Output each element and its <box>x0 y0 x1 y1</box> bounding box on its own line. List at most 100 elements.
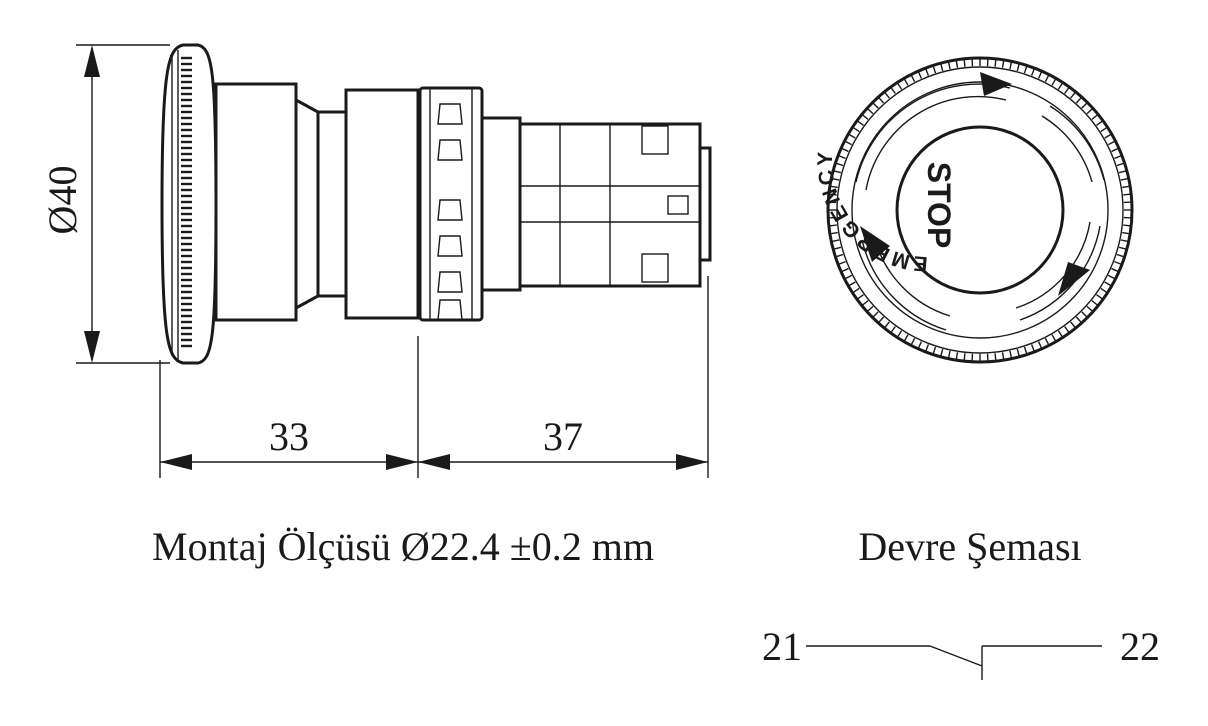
front-knurl-tick <box>883 91 890 99</box>
front-knurl-tick <box>1030 344 1036 353</box>
mushroom-head <box>160 43 218 365</box>
dimension-lines <box>76 44 709 478</box>
front-knurl-tick <box>1091 300 1099 307</box>
front-knurl-tick <box>1123 224 1132 227</box>
front-knurl-tick <box>1104 133 1112 139</box>
front-knurl-tick <box>1064 326 1070 334</box>
front-knurl-tick <box>1123 193 1132 196</box>
front-knurl-tick <box>1070 91 1077 99</box>
front-knurl-tick <box>856 294 864 300</box>
front-knurl-tick <box>861 300 869 307</box>
front-knurl-tick <box>994 58 997 67</box>
front-knurl-tick <box>1044 337 1050 346</box>
front-knurl-tick <box>828 193 837 196</box>
ring-tooth <box>437 139 463 161</box>
rotation-arrows-icon <box>855 72 1105 331</box>
knurl-pattern <box>181 56 192 348</box>
front-knurl-tick <box>1030 67 1036 76</box>
front-knurl-tick <box>1001 352 1005 361</box>
front-knurl-tick <box>1057 330 1064 338</box>
front-knurl-tick <box>917 341 923 350</box>
front-knurl <box>828 58 1132 362</box>
front-knurl-tick <box>872 102 879 109</box>
front-knurl-tick <box>1023 65 1028 74</box>
diameter-label: Ø40 <box>40 166 85 235</box>
button-body <box>214 82 484 322</box>
front-knurl-tick <box>1100 126 1108 133</box>
front-knurl-tick <box>844 274 853 280</box>
front-knurl-tick <box>1111 267 1120 273</box>
front-knurl-tick <box>866 305 874 313</box>
front-knurl-tick <box>1051 78 1057 86</box>
front-knurl-tick <box>1086 107 1094 115</box>
front-knurl-tick <box>872 311 879 318</box>
front-knurl-tick <box>903 334 909 342</box>
front-knurl-tick <box>831 177 840 181</box>
front-knurl-tick <box>939 62 944 72</box>
front-knurl-tick <box>963 353 966 362</box>
front-knurl-tick <box>1016 62 1021 72</box>
front-knurl-tick <box>1075 96 1083 104</box>
front-knurl-tick <box>1044 74 1050 83</box>
ring-tooth <box>437 271 463 293</box>
front-knurl-tick <box>1116 253 1125 258</box>
front-knurl-tick <box>877 96 885 104</box>
front-knurl-tick <box>835 253 844 258</box>
front-knurl-tick <box>1120 177 1129 181</box>
front-knurl-tick <box>848 281 856 287</box>
front-knurl-tick <box>1081 311 1088 318</box>
front-knurl-tick <box>1118 246 1128 251</box>
front-view: EMERGENCY STOP <box>814 56 1134 364</box>
dimension-37-label: 37 <box>543 414 583 459</box>
front-knurl-tick <box>890 86 896 94</box>
front-knurl-tick <box>837 260 846 266</box>
front-knurl-tick <box>852 287 860 294</box>
front-knurl-tick <box>924 67 930 76</box>
front-knurl-tick <box>832 169 842 174</box>
front-knurl-tick <box>1091 113 1099 120</box>
contact-block <box>480 116 712 292</box>
front-knurl-tick <box>835 162 844 167</box>
front-knurl-tick <box>910 337 916 346</box>
front-knurl-tick <box>852 126 860 133</box>
front-knurl-tick <box>955 352 959 361</box>
front-knurl-tick <box>963 58 966 67</box>
front-knurl-tick <box>1057 82 1064 90</box>
front-knurl-tick <box>866 107 874 115</box>
front-knurl-tick <box>840 267 849 273</box>
front-knurl-tick <box>1116 162 1125 167</box>
front-knurl-tick <box>1037 70 1043 79</box>
front-knurl-tick <box>1118 169 1128 174</box>
front-knurl-tick <box>1096 294 1104 300</box>
ring-tooth <box>437 299 463 321</box>
mounting-caption: Montaj Ölçüsü Ø22.4 ±0.2 mm <box>152 524 654 569</box>
front-knurl-tick <box>1001 59 1005 68</box>
front-knurl-tick <box>829 185 838 189</box>
front-knurl-tick <box>896 82 903 90</box>
front-knurl-tick <box>1104 281 1112 287</box>
front-knurl-tick <box>1100 287 1108 294</box>
front-knurl-tick <box>955 59 959 68</box>
ring-tooth <box>437 235 463 257</box>
circuit-caption: Devre Şeması <box>858 524 1081 569</box>
ring-tooth <box>437 199 463 221</box>
front-knurl-tick <box>947 350 951 359</box>
front-knurl-tick <box>1051 334 1057 342</box>
front-knurl-tick <box>1023 346 1028 355</box>
ring-teeth <box>437 103 463 321</box>
front-knurl-tick <box>828 224 837 227</box>
front-knurl-tick <box>856 120 864 126</box>
front-knurl-tick <box>840 147 849 153</box>
front-knurl-tick <box>1122 185 1131 189</box>
front-knurl-tick <box>1016 348 1021 358</box>
front-knurl-tick <box>832 246 842 251</box>
dimension-33-label: 33 <box>269 414 309 459</box>
front-knurl-tick <box>1086 305 1094 313</box>
terminal-22: 22 <box>1120 624 1160 669</box>
emergency-text: EMERGENCY <box>814 149 926 276</box>
front-knurl-tick <box>837 154 846 160</box>
front-knurl-tick <box>848 133 856 139</box>
ring-tooth <box>437 103 463 125</box>
front-knurl-tick <box>903 78 909 86</box>
